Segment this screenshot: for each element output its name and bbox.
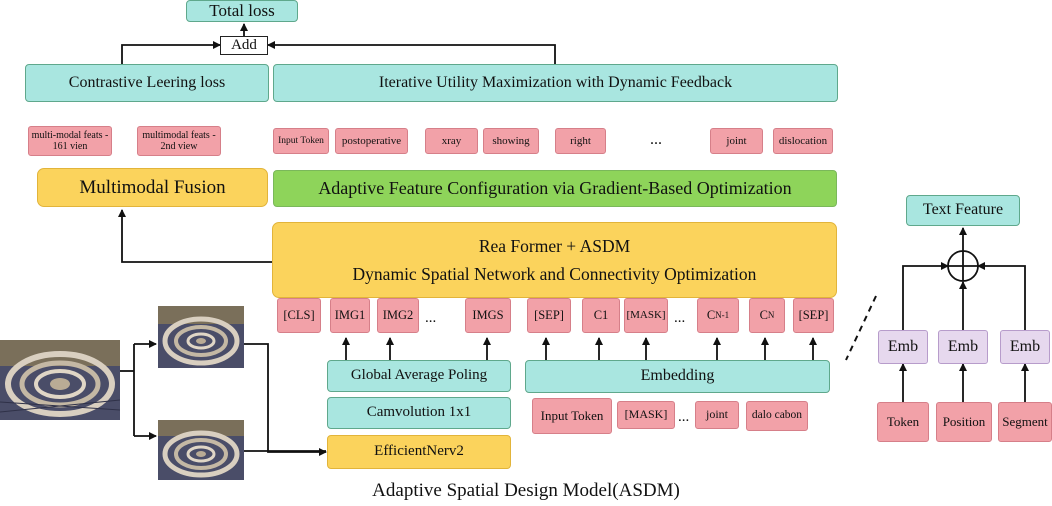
seq-token-imgs: IMGS [465, 298, 511, 333]
position-input-box: Position [936, 402, 992, 442]
convolution-box: Camvolution 1x1 [327, 397, 511, 429]
adaptive-feature-box: Adaptive Feature Configuration via Gradi… [273, 170, 837, 207]
rea-former-subtitle: Dynamic Spatial Network and Connectivity… [352, 263, 757, 284]
diagram-caption: Adaptive Spatial Design Model(ASDM) [372, 480, 680, 501]
efficientnet-box: EfficientNerv2 [327, 435, 511, 469]
embed-input-token: Input Token [532, 398, 612, 434]
seq-token-sep-1: [SEP] [527, 298, 571, 333]
multimodal-fusion-box: Multimodal Fusion [37, 168, 268, 207]
token-chip-input-token: Input Token [273, 128, 329, 154]
input-image-view-1-art [158, 306, 244, 368]
cn1-base: C [706, 308, 716, 323]
token-chip-showing: showing [483, 128, 539, 154]
emb-box-segment: Emb [1000, 330, 1050, 364]
token-chip-xray: xray [425, 128, 478, 154]
embed-input-joint: joint [695, 401, 739, 429]
embed-input-dalo-cabon: dalo cabon [746, 401, 808, 431]
token-row-ellipsis: ... [650, 131, 662, 148]
text-feature-box: Text Feature [906, 195, 1020, 226]
seq-token-img1: IMG1 [330, 298, 370, 333]
seq-token-mask: [MASK] [624, 298, 668, 333]
view-feature-chip-2: multimodal feats - 2nd view [137, 126, 221, 156]
cn1-subscript: N-1 [715, 310, 730, 321]
rea-former-title: Rea Former + ASDM [478, 236, 631, 257]
seq-ellipsis-1: ... [425, 310, 437, 326]
seq-token-img2: IMG2 [377, 298, 419, 333]
rea-former-box: Rea Former + ASDM Dynamic Spatial Networ… [272, 222, 837, 298]
token-chip-right: right [555, 128, 606, 154]
global-average-pooling-box: Global Average Poling [327, 360, 511, 392]
segment-input-box: Segment [998, 402, 1052, 442]
seq-ellipsis-2: ... [674, 310, 686, 326]
total-loss-box: Total loss [186, 0, 298, 22]
input-image-view-2-art [158, 420, 244, 480]
cn-base: C [759, 308, 768, 323]
seq-token-c1: C1 [582, 298, 620, 333]
input-image-main-art [0, 340, 120, 420]
view-feature-chip-1: multi-modal feats - 161 vien [28, 126, 112, 156]
emb-box-token: Emb [878, 330, 928, 364]
input-image-main [0, 340, 120, 420]
token-chip-postoperative: postoperative [335, 128, 408, 154]
seq-token-sep-2: [SEP] [793, 298, 834, 333]
contrastive-loss-box: Contrastive Leering loss [25, 64, 269, 102]
iterative-utility-box: Iterative Utility Maximization with Dyna… [273, 64, 838, 102]
add-box: Add [220, 36, 268, 55]
embed-ellipsis: ... [678, 409, 690, 425]
input-image-view-2 [158, 420, 244, 480]
embedding-box: Embedding [525, 360, 830, 393]
cn-subscript: N [767, 310, 775, 321]
input-image-view-1 [158, 306, 244, 368]
emb-box-position: Emb [938, 330, 988, 364]
token-chip-joint: joint [710, 128, 763, 154]
token-input-box: Token [877, 402, 929, 442]
seq-token-cls: [CLS] [277, 298, 321, 333]
embed-input-mask: [MASK] [617, 401, 675, 429]
token-chip-dislocation: dislocation [773, 128, 833, 154]
